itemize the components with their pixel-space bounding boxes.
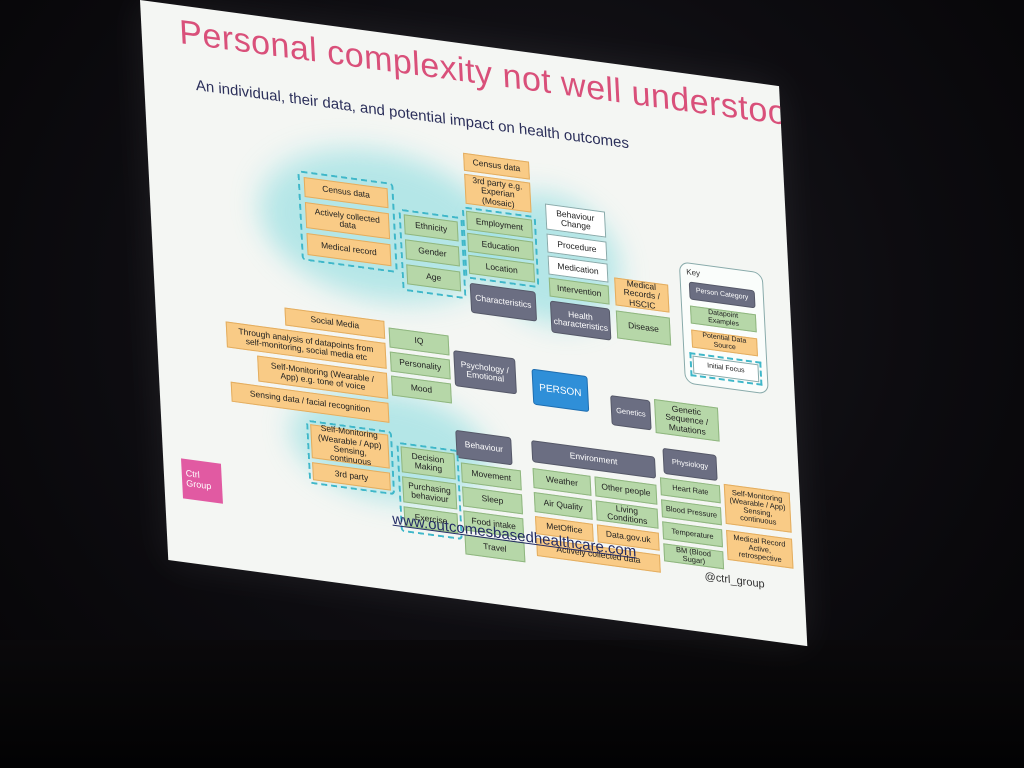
presentation-slide: Personal complexity not well understood … bbox=[140, 0, 808, 647]
room-floor bbox=[0, 640, 1024, 768]
category-physiology: Physiology bbox=[662, 447, 718, 482]
datapoint-blood-sugar: BM (Blood Sugar) bbox=[663, 543, 725, 570]
datapoint-weather: Weather bbox=[532, 468, 592, 496]
datapoint-disease: Disease bbox=[615, 310, 672, 346]
health-source-medical-records: Medical Records / HSCIC bbox=[614, 277, 670, 313]
category-genetics: Genetics bbox=[610, 395, 652, 431]
legend-initial-focus: Initial Focus bbox=[689, 351, 763, 387]
datapoint-iq: IQ bbox=[388, 327, 450, 356]
datapoint-genetic-sequence: Genetic Sequence / Mutations bbox=[654, 398, 720, 442]
datapoint-living-conditions: Living Conditions bbox=[595, 500, 659, 529]
physiology-source-self-monitoring: Self-Monitoring (Wearable / App) Sensing… bbox=[723, 483, 792, 533]
legend-person-category: Person Category bbox=[688, 281, 756, 309]
datapoint-personality: Personality bbox=[389, 351, 451, 380]
person-node: PERSON bbox=[531, 368, 590, 413]
physiology-source-medical-record: Medical Record Active, retrospective bbox=[726, 529, 794, 569]
legend-potential-data-source: Potential Data Source bbox=[691, 329, 758, 357]
category-psychology-emotional: Psychology / Emotional bbox=[453, 350, 517, 395]
ctrl-group-logo: Ctrl Group bbox=[181, 458, 223, 504]
footer-twitter-handle: @ctrl_group bbox=[704, 570, 765, 591]
legend-datapoint-examples: Datapoint Examples bbox=[689, 305, 757, 333]
datapoint-sleep: Sleep bbox=[462, 486, 523, 515]
legend-key: Key Person Category Datapoint Examples P… bbox=[678, 261, 769, 395]
legend-title: Key bbox=[686, 267, 701, 279]
datapoint-air-quality: Air Quality bbox=[533, 492, 593, 520]
datapoint-other-people: Other people bbox=[594, 476, 658, 505]
